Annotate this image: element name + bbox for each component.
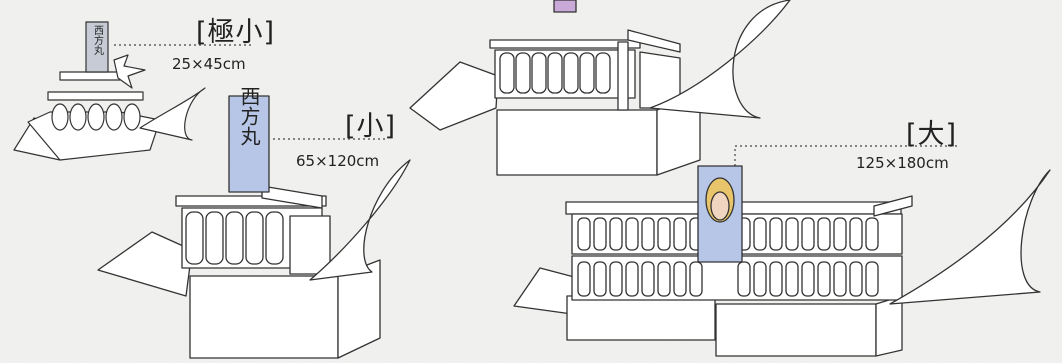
- label-dim-small: 65×120cm: [296, 152, 379, 170]
- banner-text-tiny: 西方丸: [92, 25, 104, 55]
- label-size-tiny: [極小]: [196, 10, 275, 49]
- label-size-small: [小]: [345, 104, 396, 143]
- label-dim-tiny: 25×45cm: [172, 55, 246, 73]
- label-size-large: [大]: [906, 112, 957, 151]
- label-dim-large: 125×180cm: [856, 154, 949, 172]
- banner-text-small: 西方丸: [237, 86, 261, 146]
